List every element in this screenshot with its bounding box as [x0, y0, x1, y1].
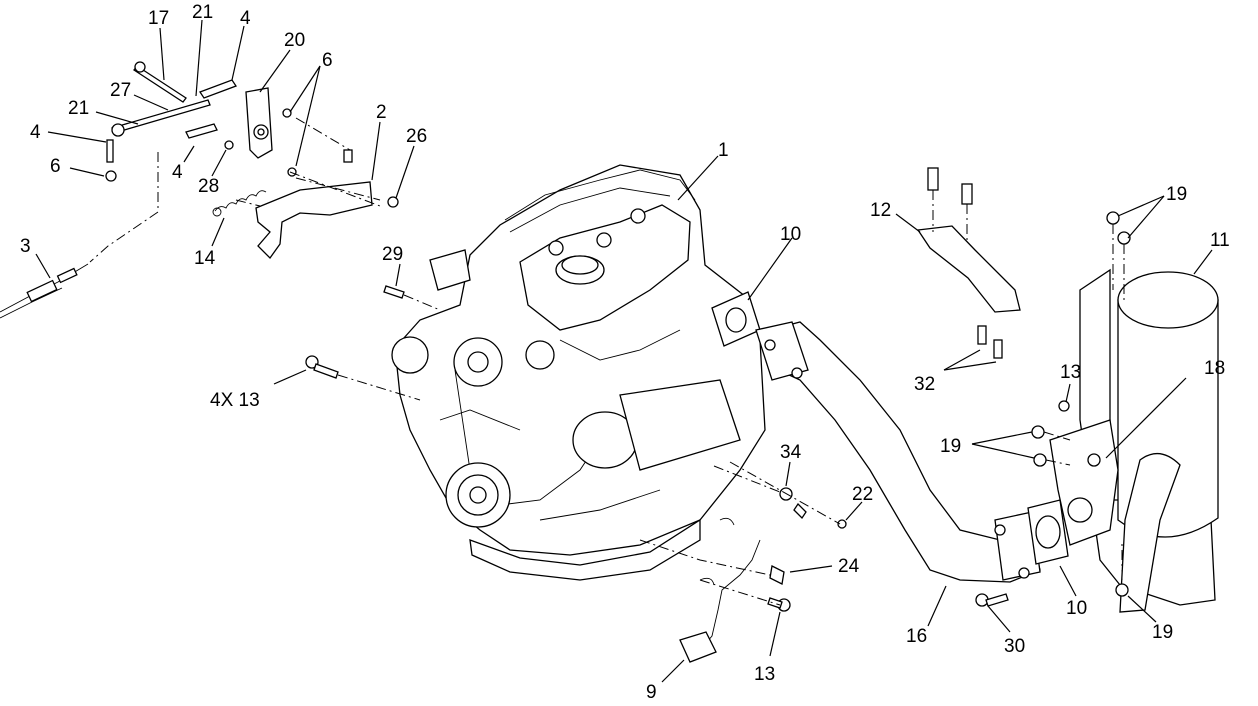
callout-12: 12 — [870, 200, 891, 221]
muffler-assembly — [1031, 211, 1219, 613]
engine-block — [391, 164, 766, 581]
callout-labels: 17 21 4 20 6 27 21 4 6 4 28 2 26 14 3 1 … — [20, 2, 1230, 703]
callout-19-top: 19 — [1166, 184, 1187, 205]
callout-17: 17 — [148, 8, 169, 29]
callout-10-bottom: 10 — [1066, 598, 1087, 619]
callout-18: 18 — [1204, 358, 1225, 379]
leader-lines — [35, 19, 1213, 683]
bolt-29 — [383, 285, 441, 311]
callout-4-left: 4 — [30, 122, 41, 143]
callout-28: 28 — [198, 176, 219, 197]
callout-29: 29 — [382, 244, 403, 265]
exhaust-pipe — [755, 321, 1069, 607]
callout-11: 11 — [1210, 230, 1230, 251]
callout-19-mid: 19 — [940, 436, 961, 457]
callout-22: 22 — [852, 484, 873, 505]
callout-6-right: 6 — [322, 50, 333, 71]
callout-2: 2 — [376, 102, 387, 123]
callout-9: 9 — [646, 682, 657, 703]
callout-4-mid: 4 — [172, 162, 183, 183]
callout-16: 16 — [906, 626, 927, 647]
bracket-12 — [916, 167, 1021, 359]
callout-21-top: 21 — [192, 2, 213, 23]
throttle-linkage-assembly — [89, 61, 399, 263]
throttle-cable — [0, 263, 89, 319]
callout-26: 26 — [406, 126, 427, 147]
callout-24: 24 — [838, 556, 860, 577]
callout-3: 3 — [20, 236, 31, 257]
sensor-harness — [639, 461, 847, 663]
callout-20: 20 — [284, 30, 305, 51]
callout-4-top: 4 — [240, 8, 251, 29]
callout-1: 1 — [718, 140, 729, 161]
callout-21-left: 21 — [68, 98, 89, 119]
callout-30: 30 — [1004, 636, 1025, 657]
callout-27: 27 — [110, 80, 131, 101]
callout-4x13: 4X 13 — [210, 390, 260, 411]
callout-34: 34 — [780, 442, 802, 463]
callout-14: 14 — [194, 248, 216, 269]
bolt-4x13 — [305, 355, 421, 401]
callout-6-left: 6 — [50, 156, 61, 177]
callout-13-right: 13 — [1060, 362, 1081, 383]
callout-10-top: 10 — [780, 224, 801, 245]
callout-19-bottom: 19 — [1152, 622, 1173, 643]
callout-32: 32 — [914, 374, 935, 395]
callout-13-bottom: 13 — [754, 664, 775, 685]
